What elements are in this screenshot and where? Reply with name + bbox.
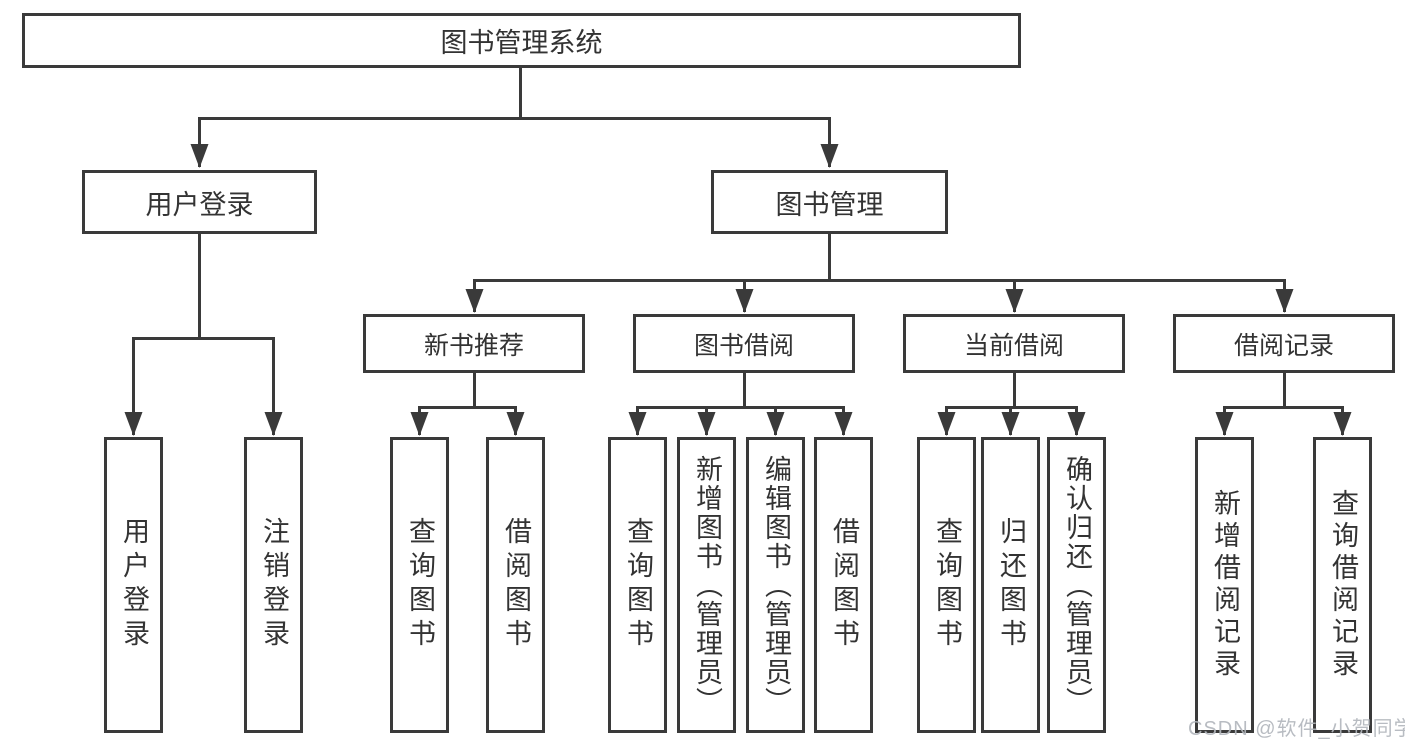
node-book-management: 图书管理 — [711, 170, 948, 234]
connector-new-book-to-leaves — [410, 373, 525, 436]
leaf-borrow-books-recommend: 借阅图书 — [486, 437, 545, 733]
leaf-confirm-return-admin: 确认归还（管理员） — [1047, 437, 1106, 733]
connector-current-borrow-to-leaves — [937, 373, 1086, 436]
node-user-login: 用户登录 — [82, 170, 317, 234]
connector-user-login-to-leaves — [124, 234, 283, 436]
leaf-query-borrow-record: 查询借阅记录 — [1313, 437, 1372, 733]
leaf-logout: 注销登录 — [244, 437, 303, 733]
connector-book-management-to-level3 — [465, 234, 1294, 313]
leaf-query-books-recommend: 查询图书 — [390, 437, 449, 733]
connector-book-borrow-to-leaves — [628, 373, 853, 436]
leaf-edit-books-admin: 编辑图书（管理员） — [746, 437, 805, 733]
leaf-add-borrow-record: 新增借阅记录 — [1195, 437, 1254, 733]
node-book-borrowing: 图书借阅 — [633, 314, 855, 373]
node-root-system: 图书管理系统 — [22, 13, 1021, 68]
leaf-user-login: 用户登录 — [104, 437, 163, 733]
leaf-borrow-books: 借阅图书 — [814, 437, 873, 733]
leaf-return-books: 归还图书 — [981, 437, 1040, 733]
csdn-watermark: CSDN @软件_小贺同学 — [1188, 718, 1405, 740]
connector-borrow-record-to-leaves — [1215, 373, 1352, 436]
node-current-borrowing: 当前借阅 — [903, 314, 1125, 373]
connector-root-to-level2 — [190, 68, 839, 168]
node-borrowing-records: 借阅记录 — [1173, 314, 1395, 373]
leaf-query-books-current: 查询图书 — [917, 437, 976, 733]
leaf-add-books-admin: 新增图书（管理员） — [677, 437, 736, 733]
node-new-book-recommend: 新书推荐 — [363, 314, 585, 373]
leaf-query-books-borrowing: 查询图书 — [608, 437, 667, 733]
